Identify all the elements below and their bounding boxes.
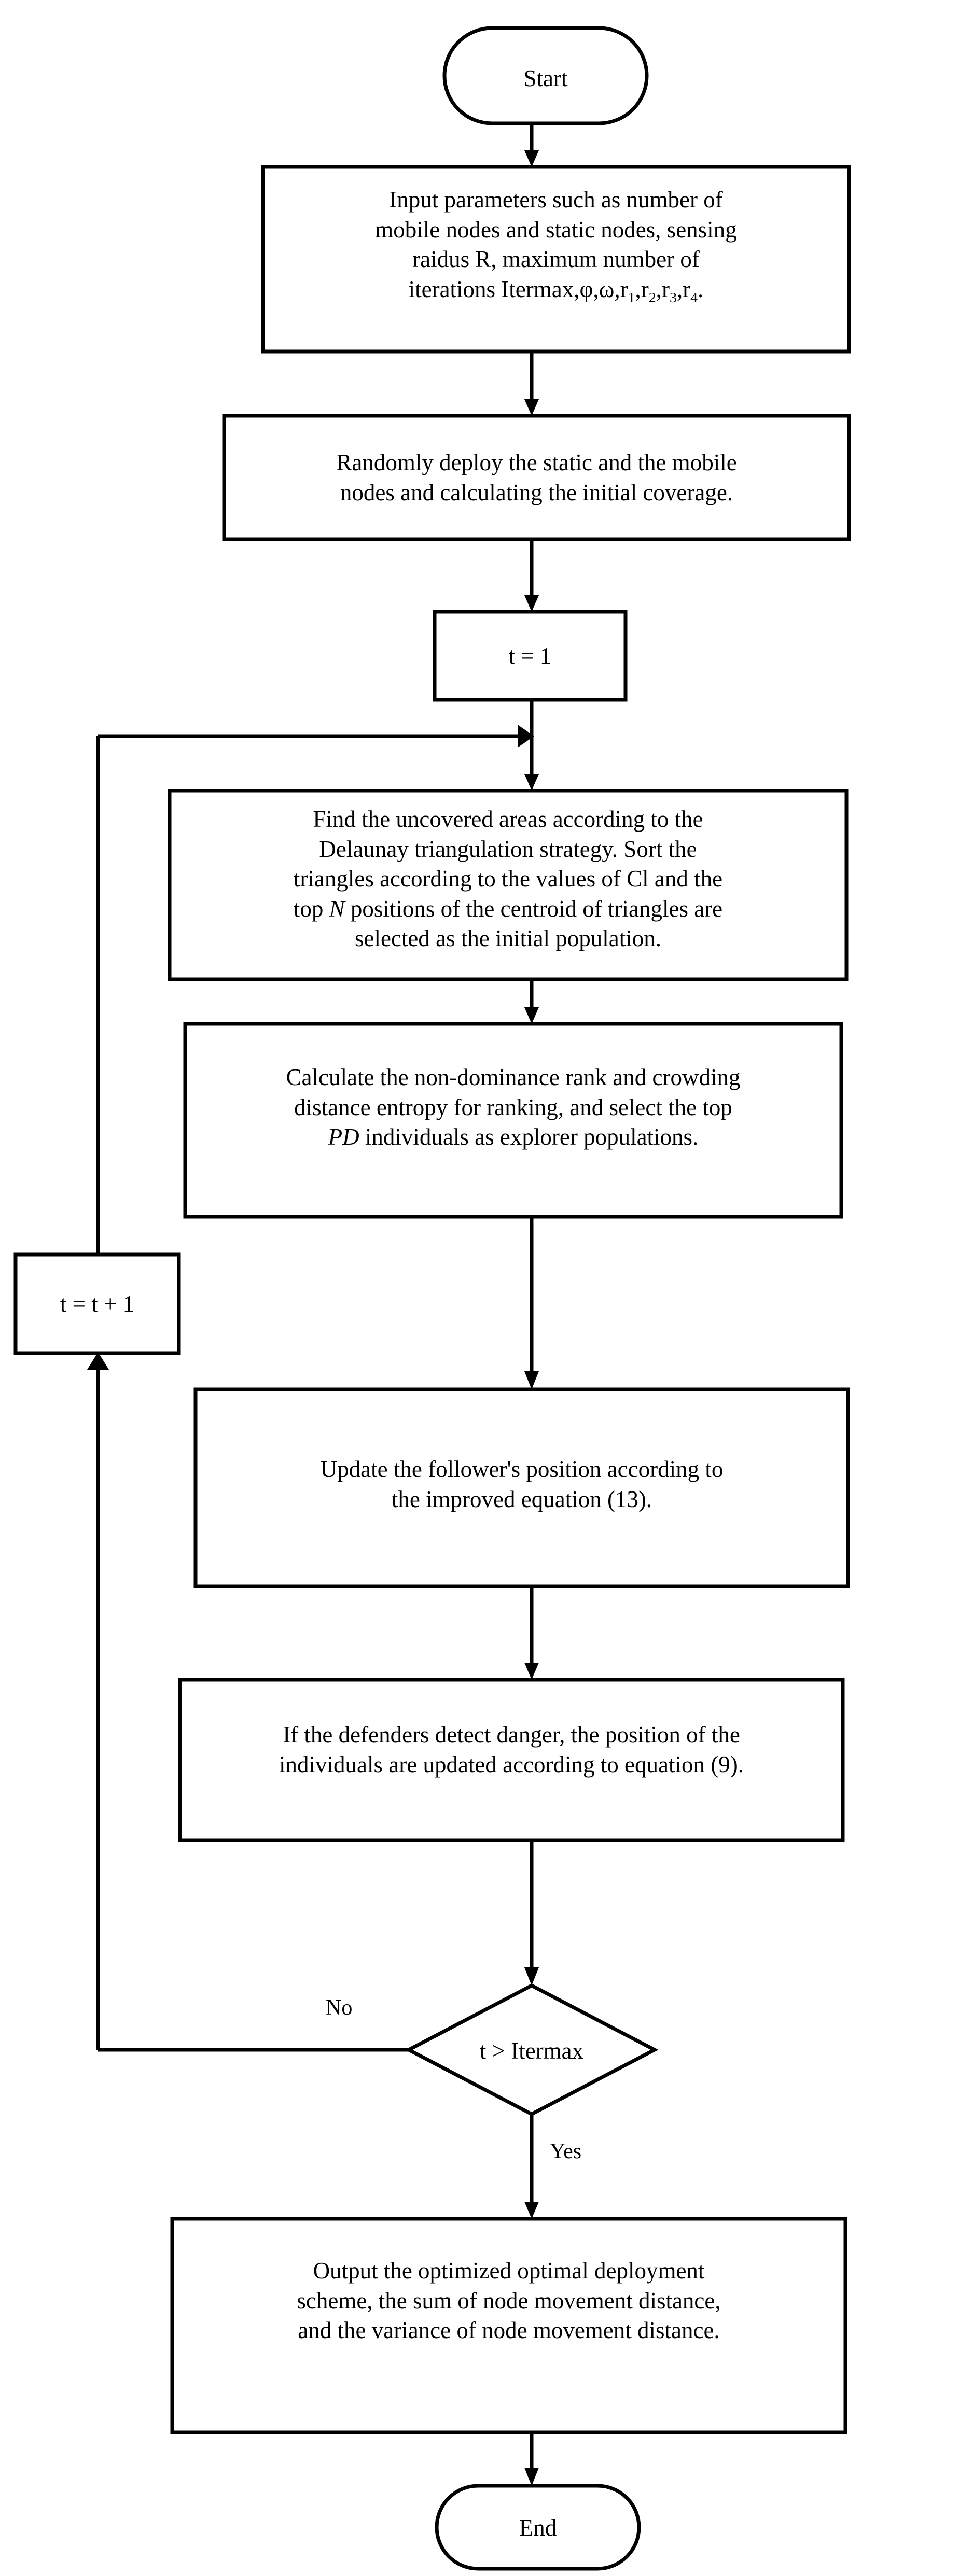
- arrowhead-input-to-deploy: [524, 399, 539, 416]
- increment-iteration-box: [13, 1252, 181, 1355]
- find-uncovered-box: [168, 789, 849, 981]
- no-branch-label: No: [326, 1996, 353, 2020]
- arrowhead-into-increment: [87, 1352, 109, 1370]
- arrowhead-output-to-end: [524, 2468, 539, 2486]
- deploy-nodes-box: [222, 414, 851, 541]
- end-terminator-shape: [435, 2484, 641, 2571]
- arrowhead-find-to-calculate: [524, 1007, 539, 1024]
- arrowhead-calculate-to-update: [524, 1371, 539, 1389]
- arrowhead-defenders-to-decision: [524, 1967, 539, 1986]
- yes-branch-label: Yes: [550, 2139, 582, 2163]
- arrowhead-start-to-input: [524, 150, 539, 167]
- init-iteration-box: [433, 610, 628, 702]
- arrowhead-loopback-merge: [518, 725, 534, 748]
- calculate-rank-box: [183, 1022, 843, 1219]
- arrowhead-yes-branch: [524, 2202, 539, 2219]
- update-follower-box: [193, 1387, 850, 1588]
- start-terminator-shape: [442, 26, 649, 125]
- defenders-detect-box: [178, 1678, 845, 1842]
- arrowhead-update-to-defenders: [524, 1663, 539, 1680]
- input-parameters-box: [261, 165, 851, 354]
- arrowhead-deploy-to-init: [524, 595, 539, 612]
- decision-itermax-shape: [405, 1983, 659, 2116]
- output-scheme-box: [170, 2217, 847, 2434]
- arrowhead-init-to-find: [524, 774, 539, 791]
